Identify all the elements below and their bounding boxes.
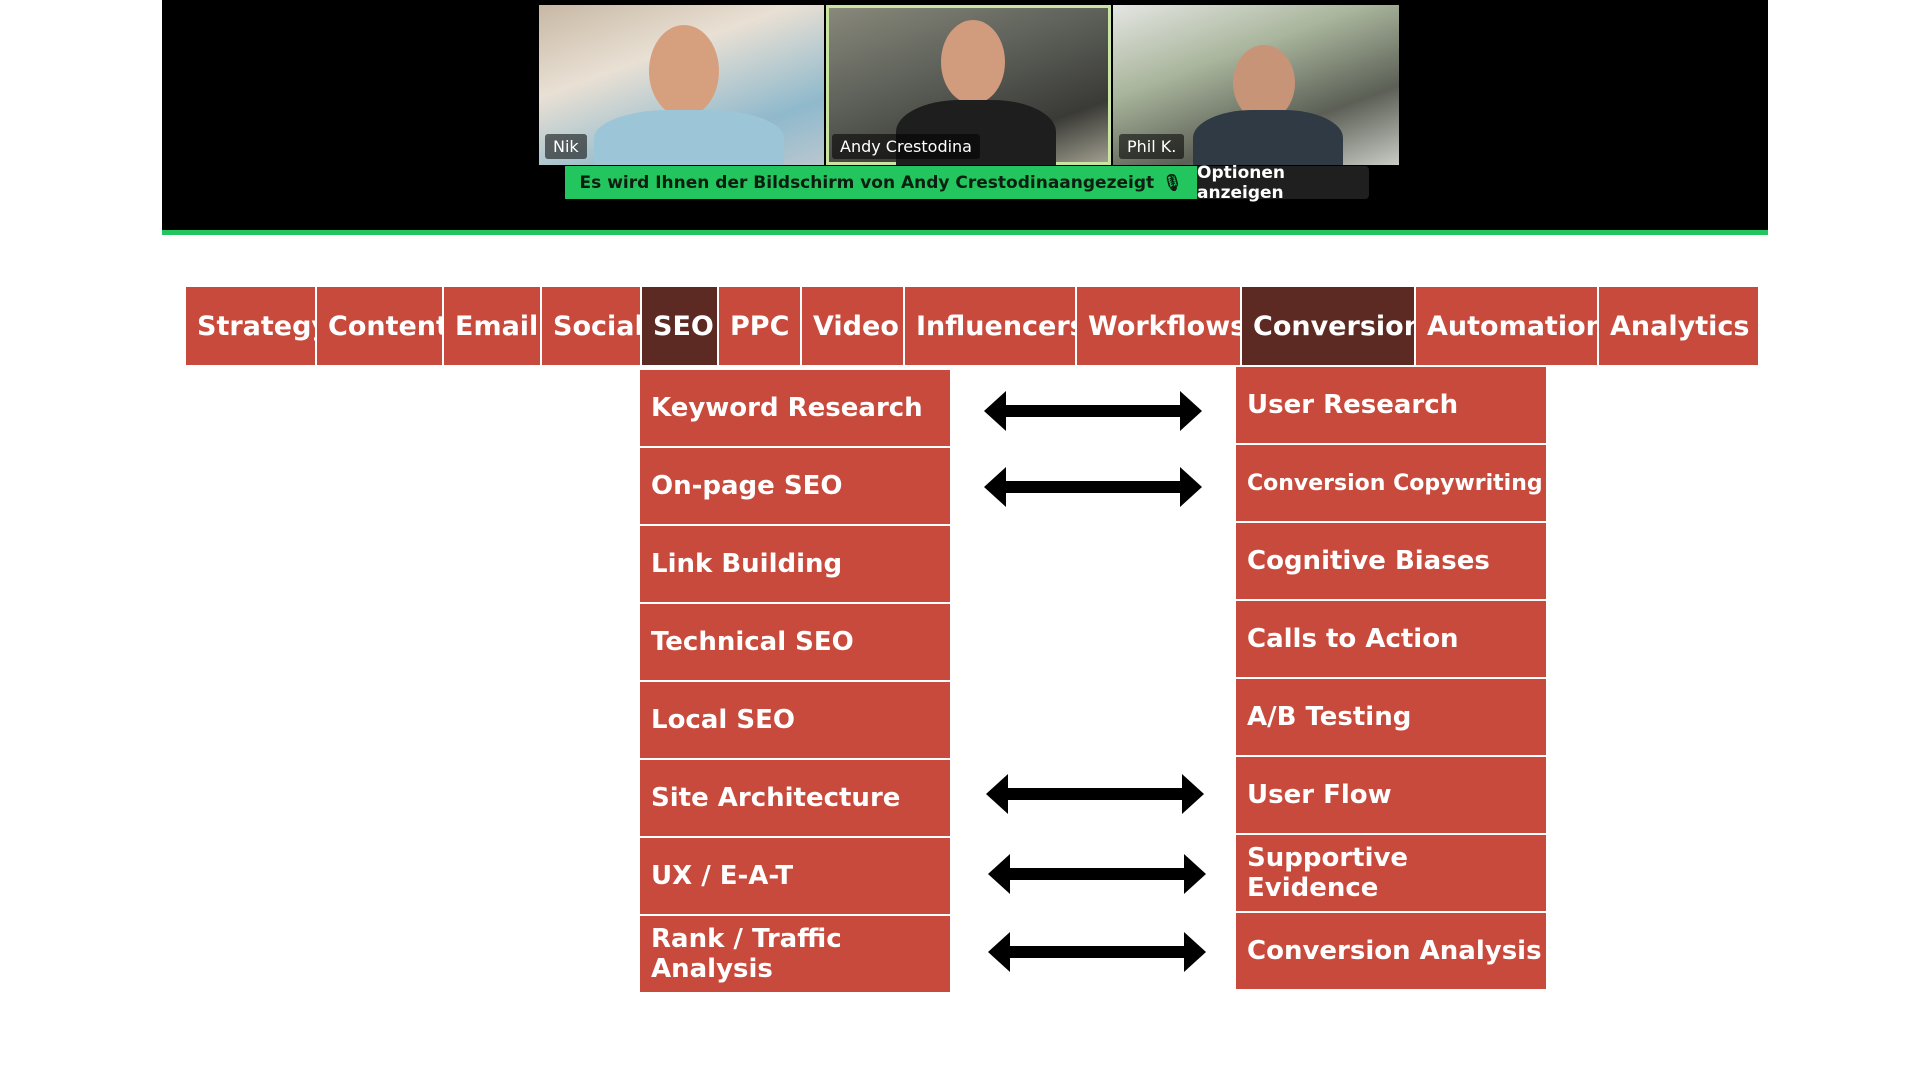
shared-screen-frame: Nik Andy Crestodina Phil K. Es wird Ihne… — [162, 0, 1768, 1080]
participant-head — [649, 25, 719, 117]
participant-head — [1233, 45, 1295, 121]
conversion-item: Cognitive Biases — [1236, 523, 1546, 599]
share-banner-text: Es wird Ihnen der Bildschirm von Andy Cr… — [579, 172, 1155, 193]
muted-mic-icon: 🎙 — [1162, 173, 1183, 192]
nav-item-automation: Automation — [1416, 287, 1605, 365]
participant-name-label: Phil K. — [1119, 134, 1185, 159]
view-options-button[interactable]: Optionen anzeigen — [1197, 163, 1369, 203]
conversion-item: Conversion Copywriting — [1236, 445, 1546, 521]
seo-column: Keyword Research On-page SEO Link Buildi… — [640, 370, 950, 994]
conversion-item: User Research — [1236, 367, 1546, 443]
nav-item-analytics: Analytics — [1599, 287, 1758, 365]
video-tile-phil-k[interactable]: Phil K. — [1113, 5, 1399, 165]
screen-share-banner: Es wird Ihnen der Bildschirm von Andy Cr… — [565, 166, 1197, 199]
nav-item-influencers: Influencers — [905, 287, 1086, 365]
video-gallery-strip: Nik Andy Crestodina Phil K. Es wird Ihne… — [162, 0, 1768, 230]
seo-item: Site Architecture — [640, 760, 950, 836]
participant-body — [1193, 110, 1343, 165]
nav-item-seo: SEO — [642, 287, 717, 365]
video-tile-andy-crestodina[interactable]: Andy Crestodina — [826, 5, 1111, 165]
nav-item-social: Social — [542, 287, 644, 365]
seo-item: On-page SEO — [640, 448, 950, 524]
nav-item-workflows: Workflows — [1077, 287, 1246, 365]
conversion-item: Calls to Action — [1236, 601, 1546, 677]
double-arrow-icon — [984, 391, 1202, 431]
nav-item-ppc: PPC — [719, 287, 800, 365]
double-arrow-icon — [988, 932, 1206, 972]
topic-nav-bar: Strategy Content Email Social SEO PPC Vi… — [186, 287, 1758, 365]
seo-item: Rank / Traffic Analysis — [640, 916, 950, 992]
seo-item: UX / E-A-T — [640, 838, 950, 914]
nav-item-email: Email — [444, 287, 540, 365]
seo-item: Technical SEO — [640, 604, 950, 680]
nav-item-content: Content — [317, 287, 449, 365]
nav-item-strategy: Strategy — [186, 287, 329, 365]
double-arrow-icon — [984, 467, 1202, 507]
double-arrow-icon — [988, 854, 1206, 894]
share-border — [162, 230, 1768, 235]
conversion-item: Conversion Analysis — [1236, 913, 1546, 989]
nav-item-conversion: Conversion — [1242, 287, 1423, 365]
conversion-column: User Research Conversion Copywriting Cog… — [1236, 367, 1546, 991]
conversion-item: A/B Testing — [1236, 679, 1546, 755]
seo-item: Link Building — [640, 526, 950, 602]
video-tile-nik[interactable]: Nik — [539, 5, 824, 165]
seo-item: Keyword Research — [640, 370, 950, 446]
participant-body — [594, 110, 784, 165]
presentation-slide: Strategy Content Email Social SEO PPC Vi… — [162, 235, 1768, 1080]
conversion-item: User Flow — [1236, 757, 1546, 833]
seo-item: Local SEO — [640, 682, 950, 758]
conversion-item: Supportive Evidence — [1236, 835, 1546, 911]
participant-name-label: Nik — [545, 134, 587, 159]
nav-item-video: Video — [802, 287, 903, 365]
participant-head — [941, 20, 1005, 104]
participant-name-label: Andy Crestodina — [832, 134, 980, 159]
double-arrow-icon — [986, 774, 1204, 814]
